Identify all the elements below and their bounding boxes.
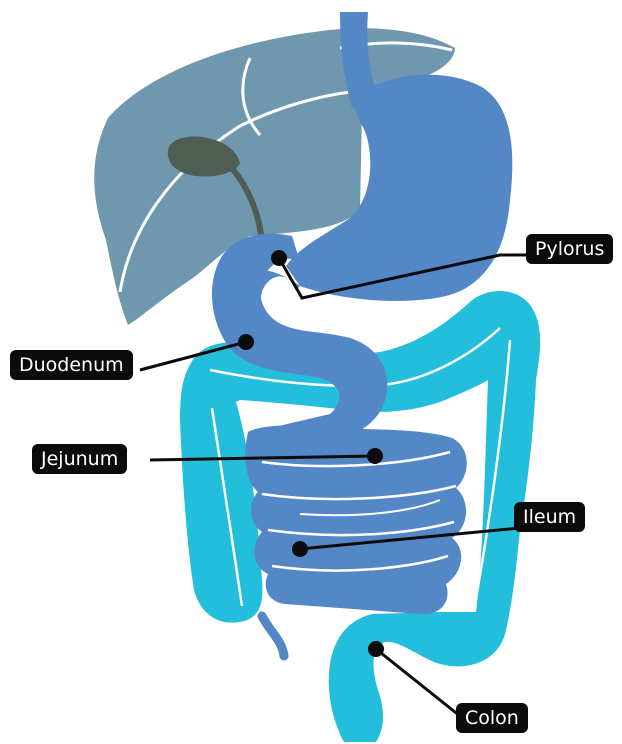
jejunum-label: Jejunum <box>32 444 127 474</box>
duodenum-label: Duodenum <box>10 350 133 380</box>
small-intestine <box>245 425 467 614</box>
small-intestine-shape <box>245 425 467 614</box>
colon-dot <box>368 641 384 657</box>
appendix <box>262 616 284 656</box>
colon-label: Colon <box>456 703 528 733</box>
ileum-label: Ileum <box>514 502 585 532</box>
ileum-dot <box>292 541 308 557</box>
pylorus-dot <box>271 250 287 266</box>
jejunum-dot <box>367 448 383 464</box>
duodenum-dot <box>238 334 254 350</box>
pylorus-label: Pylorus <box>526 234 613 264</box>
